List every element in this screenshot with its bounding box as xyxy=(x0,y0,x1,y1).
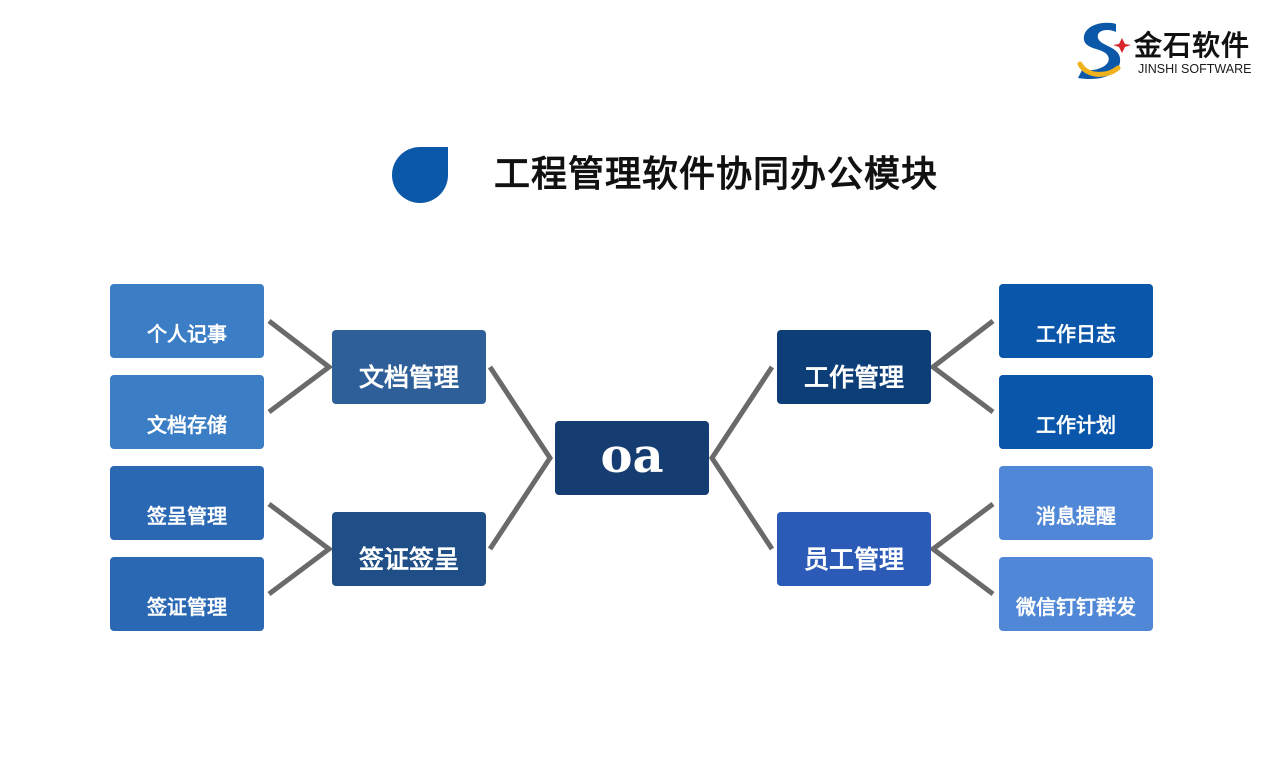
connector-right-bottom-leaves xyxy=(928,502,995,596)
center-node-oa: oa xyxy=(555,421,709,495)
connector-right-mids xyxy=(709,365,775,551)
connector-right-top-leaves xyxy=(928,319,995,414)
leaf-node-document-storage: 文档存储 xyxy=(110,375,264,449)
mid-node-visa-petition: 签证签呈 xyxy=(332,512,486,586)
connector-left-top-leaves xyxy=(267,319,334,414)
jinshi-logo-icon xyxy=(1077,22,1131,80)
mid-node-document-management: 文档管理 xyxy=(332,330,486,404)
logo-subtitle: JINSHI SOFTWARE xyxy=(1138,62,1252,76)
connector-left-mids xyxy=(487,365,553,551)
leaf-node-wechat-dingtalk-broadcast: 微信钉钉群发 xyxy=(999,557,1153,631)
diagram-title: 工程管理软件协同办公模块 xyxy=(494,154,939,195)
leaf-node-petition-management: 签呈管理 xyxy=(110,466,264,540)
leaf-node-visa-management: 签证管理 xyxy=(110,557,264,631)
leaf-node-work-log: 工作日志 xyxy=(999,284,1153,358)
mid-node-staff-management: 员工管理 xyxy=(777,512,931,586)
title-drop-icon xyxy=(392,147,448,203)
logo-name: 金石软件 xyxy=(1134,29,1251,62)
connector-left-bottom-leaves xyxy=(267,502,334,596)
company-logo: 金石软件 JINSHI SOFTWARE xyxy=(1072,18,1272,82)
leaf-node-personal-notes: 个人记事 xyxy=(110,284,264,358)
leaf-node-work-plan: 工作计划 xyxy=(999,375,1153,449)
leaf-node-message-reminder: 消息提醒 xyxy=(999,466,1153,540)
mid-node-work-management: 工作管理 xyxy=(777,330,931,404)
